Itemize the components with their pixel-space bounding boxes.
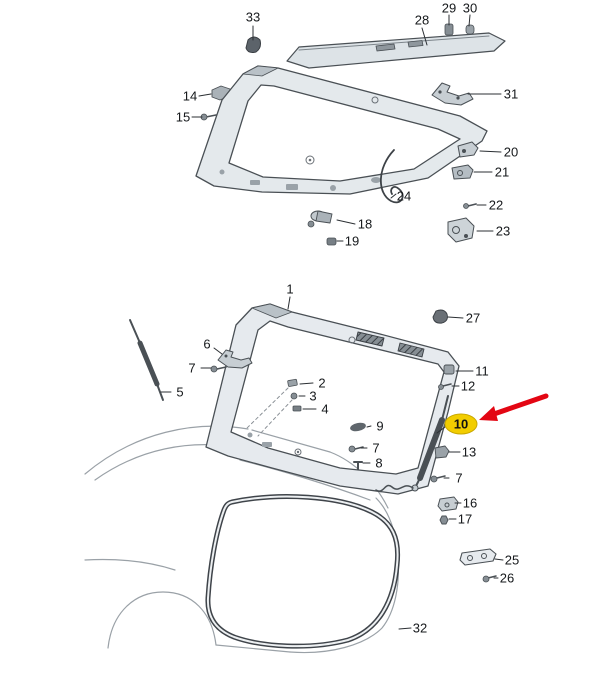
hinge-bracket-6 [217,349,253,369]
callout-8: 8 [375,455,383,471]
callout-4: 4 [321,401,329,417]
highlight-ellipse [444,413,478,435]
grommet-9 [350,422,366,432]
nut-17 [439,515,449,525]
callout-7-left: 7 [188,360,196,376]
screw-7-right [430,475,446,483]
callout-15: 15 [175,109,191,125]
weatherstrip-seal [205,494,401,649]
callout-10-highlighted: 10 [453,416,469,432]
callout-7-mid: 7 [372,440,380,456]
leader-lines-upper [191,14,502,242]
callout-24: 24 [396,188,412,204]
callout-16: 16 [462,495,478,511]
clip-11 [443,364,455,375]
latch-23 [447,217,475,243]
leader-lines-lower [160,296,504,630]
screw-15 [200,113,217,121]
callout-13: 13 [461,444,477,460]
callout-32: 32 [412,620,428,636]
callout-26: 26 [499,570,515,586]
fastener-cluster-2-3-4 [246,378,302,437]
release-cable [379,149,404,204]
callout-18: 18 [357,216,373,232]
callout-30: 30 [462,0,478,16]
callout-19: 19 [344,233,360,249]
bracket-21 [451,164,474,180]
callout-1: 1 [286,281,294,297]
callout-3: 3 [309,388,317,404]
clip-29 [444,23,454,36]
clip-13 [434,445,450,459]
callout-33: 33 [245,9,261,25]
callout-25: 25 [504,552,520,568]
screw-12 [438,383,452,390]
callout-14: 14 [182,88,198,104]
bracket-20 [457,141,479,158]
callout-17: 17 [457,511,473,527]
bracket-25 [459,548,497,566]
clip-30 [465,24,475,35]
callout-9: 9 [376,418,384,434]
end-cap [245,36,261,53]
lock-cylinder-18 [307,210,333,228]
gas-strut-left [129,319,164,401]
callout-27: 27 [465,310,481,326]
clip-27 [432,309,448,324]
screw-26 [482,575,497,583]
callout-23: 23 [495,223,511,239]
screw-22 [463,203,477,209]
bracket-16 [437,496,459,512]
tailgate-frame-lower [205,303,460,495]
hinge-bracket-31 [431,82,474,106]
callout-29: 29 [441,0,457,16]
callout-12: 12 [460,378,476,394]
callout-7-right: 7 [455,470,463,486]
lower-diagram-art [84,296,549,654]
upper-diagram-art [191,14,506,246]
gas-strut-right [375,395,449,492]
stud-8 [353,461,363,470]
callout-31: 31 [503,86,519,102]
spoiler-strip [286,32,506,69]
callout-20: 20 [503,144,519,160]
callout-21: 21 [494,164,510,180]
tailgate-frame-upper [195,65,488,195]
callout-2: 2 [318,375,326,391]
callout-6: 6 [203,336,211,352]
callout-5: 5 [176,384,184,400]
screw-7-left [210,365,227,373]
screw-7-mid [348,445,364,453]
red-arrow [479,393,549,421]
callout-28: 28 [414,12,430,28]
callout-22: 22 [488,197,504,213]
clip-19 [326,237,337,246]
callout-11: 11 [475,363,489,379]
